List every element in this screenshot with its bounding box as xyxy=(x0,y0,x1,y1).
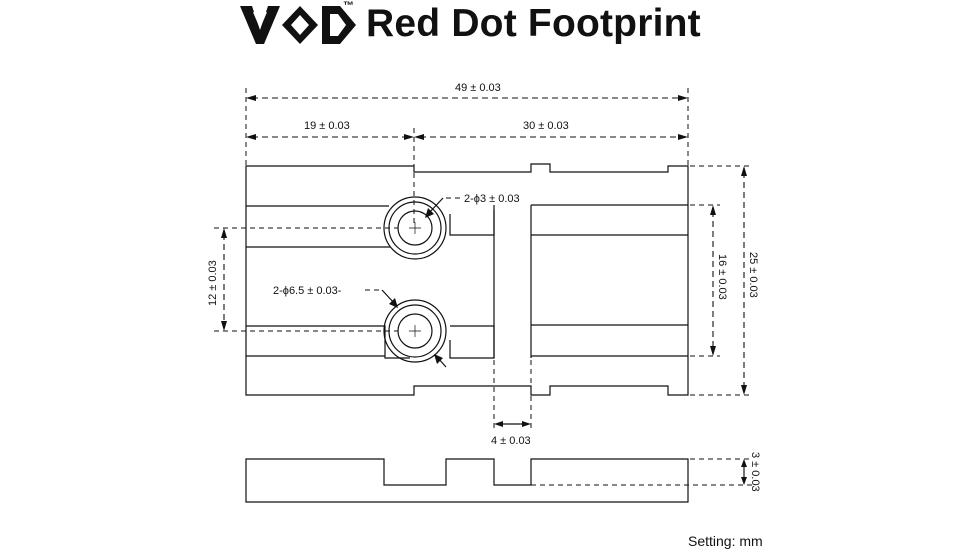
units-note: Setting: mm xyxy=(688,533,763,549)
small-hole-label: 2-ϕ3 ± 0.03 xyxy=(464,193,520,205)
plan-outline xyxy=(245,163,689,396)
hole-offset-label: 19 ± 0.03 xyxy=(304,120,350,132)
upper-hole xyxy=(383,196,447,260)
vod-logo xyxy=(240,6,356,44)
trademark-symbol: ™ xyxy=(343,0,354,12)
side-view-outline xyxy=(245,458,689,503)
large-hole-label: 2-ϕ6.5 ± 0.03- xyxy=(273,285,342,297)
slot-width-label: 4 ± 0.03 xyxy=(491,435,531,447)
lower-right-recess xyxy=(531,324,688,357)
slot-lines xyxy=(493,205,532,358)
overall-width-label: 25 ± 0.03 xyxy=(747,252,759,298)
lower-hole xyxy=(383,299,447,363)
page-title: Red Dot Footprint xyxy=(366,2,701,45)
inner-width-label: 16 ± 0.03 xyxy=(716,254,728,300)
upper-recess xyxy=(246,205,495,248)
overall-length-label: 49 ± 0.03 xyxy=(455,82,501,94)
upper-right-recess xyxy=(531,204,688,236)
hole-spacing-label: 12 ± 0.03 xyxy=(207,260,219,306)
remaining-length-label: 30 ± 0.03 xyxy=(523,120,569,132)
thickness-label: 3 ± 0.03 xyxy=(749,452,761,492)
